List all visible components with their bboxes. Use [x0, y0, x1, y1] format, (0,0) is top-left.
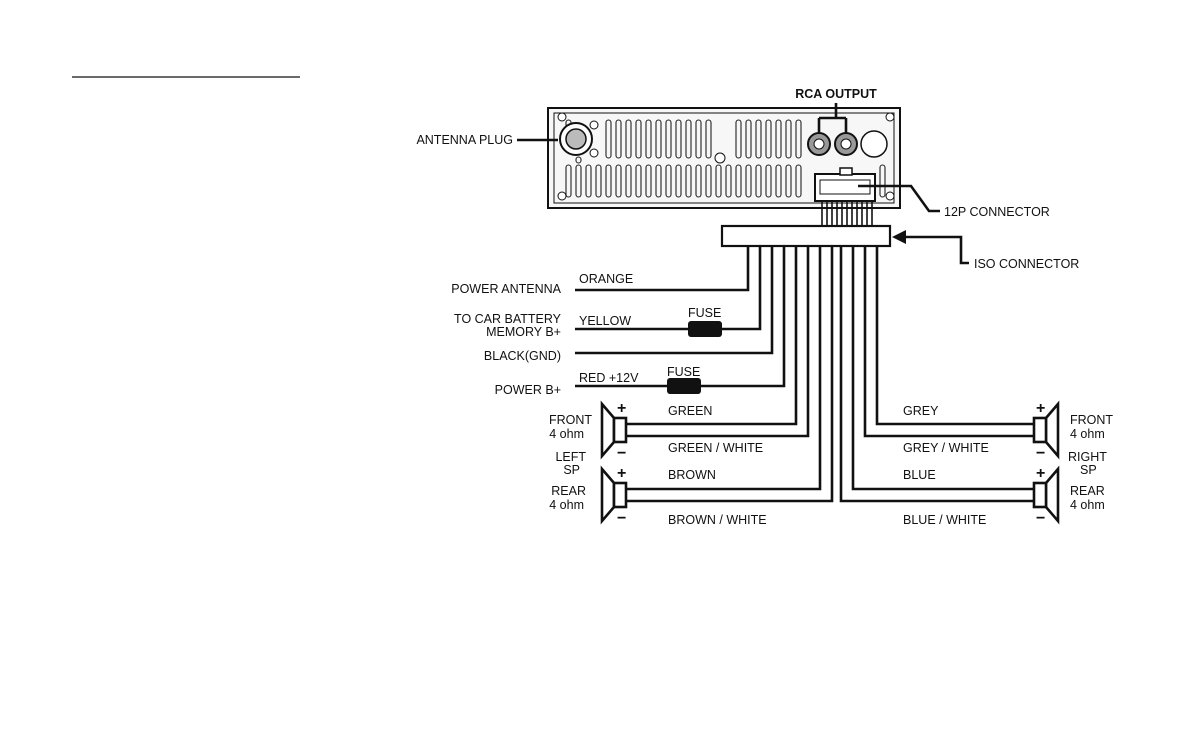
wire-blue: [851, 246, 1034, 491]
svg-text:−: −: [1036, 510, 1045, 527]
svg-text:+: +: [1036, 400, 1045, 417]
label-green: GREEN: [668, 404, 712, 418]
speaker-front-left: + −: [600, 400, 628, 462]
label-front-right-ohm: 4 ohm: [1070, 427, 1105, 441]
wire-red: [575, 246, 786, 388]
wire-blue-white: [839, 246, 1034, 503]
wire-yellow: [575, 246, 762, 331]
wire-black: [575, 246, 774, 355]
speaker-rear-left: + −: [600, 465, 628, 527]
label-grey-white: GREY / WHITE: [903, 441, 989, 455]
svg-text:+: +: [617, 465, 626, 482]
label-rear-left: REAR: [551, 484, 586, 498]
label-rca-output: RCA OUTPUT: [795, 87, 877, 101]
label-green-white: GREEN / WHITE: [668, 441, 763, 455]
label-blue: BLUE: [903, 468, 936, 482]
label-fuse-2: FUSE: [667, 365, 700, 379]
speaker-front-right: + −: [1032, 400, 1060, 462]
wire-orange: [575, 246, 750, 292]
label-memory-b: MEMORY B+: [486, 325, 561, 339]
svg-text:+: +: [617, 400, 626, 417]
label-front-left-ohm: 4 ohm: [549, 427, 584, 441]
svg-text:−: −: [617, 445, 626, 462]
label-antenna-plug: ANTENNA PLUG: [416, 133, 513, 147]
svg-text:−: −: [617, 510, 626, 527]
label-left-sp: SP: [563, 463, 580, 477]
label-grey: GREY: [903, 404, 939, 418]
label-red-12v: RED +12V: [579, 371, 639, 385]
label-brown-white: BROWN / WHITE: [668, 513, 767, 527]
12p-socket: [814, 167, 876, 202]
label-fuse-1: FUSE: [688, 306, 721, 320]
speaker-rear-right: + −: [1032, 465, 1060, 527]
svg-text:+: +: [1036, 465, 1045, 482]
label-power-b: POWER B+: [495, 383, 561, 397]
label-front-right: FRONT: [1070, 413, 1113, 427]
rca-jacks: [807, 130, 888, 158]
iso-arrow-head: [892, 230, 906, 244]
label-rear-left-ohm: 4 ohm: [549, 498, 584, 512]
fuse-memory: [688, 321, 722, 337]
wire-grey-white: [863, 246, 1034, 438]
label-power-antenna: POWER ANTENNA: [451, 282, 561, 296]
label-car-battery: TO CAR BATTERY: [454, 312, 562, 326]
label-blue-white: BLUE / WHITE: [903, 513, 986, 527]
wire-brown-white: [626, 246, 834, 503]
iso-connector-block: [720, 224, 892, 248]
wire-grey: [875, 246, 1034, 426]
label-right: RIGHT: [1068, 450, 1107, 464]
vent-slots: [565, 119, 886, 198]
label-left: LEFT: [555, 450, 586, 464]
label-orange: ORANGE: [579, 272, 633, 286]
label-iso-connector: ISO CONNECTOR: [974, 257, 1079, 271]
wire-brown: [626, 246, 822, 491]
label-rear-right-ohm: 4 ohm: [1070, 498, 1105, 512]
head-unit-rear-panel: [547, 107, 901, 209]
label-rear-right: REAR: [1070, 484, 1105, 498]
label-12p-connector: 12P CONNECTOR: [944, 205, 1050, 219]
panel-screws: [557, 112, 895, 201]
label-right-sp: SP: [1080, 463, 1097, 477]
connector-leads: [821, 200, 873, 227]
callout-lines: [517, 103, 969, 265]
label-yellow: YELLOW: [579, 314, 631, 328]
svg-text:−: −: [1036, 445, 1045, 462]
antenna-socket: [559, 120, 599, 158]
wire-green-white: [626, 246, 810, 438]
label-black-gnd: BLACK(GND): [484, 349, 561, 363]
fuse-power: [667, 378, 701, 394]
label-front-left: FRONT: [549, 413, 592, 427]
wires: [575, 246, 1034, 503]
label-brown: BROWN: [668, 468, 716, 482]
wire-green: [626, 246, 798, 426]
